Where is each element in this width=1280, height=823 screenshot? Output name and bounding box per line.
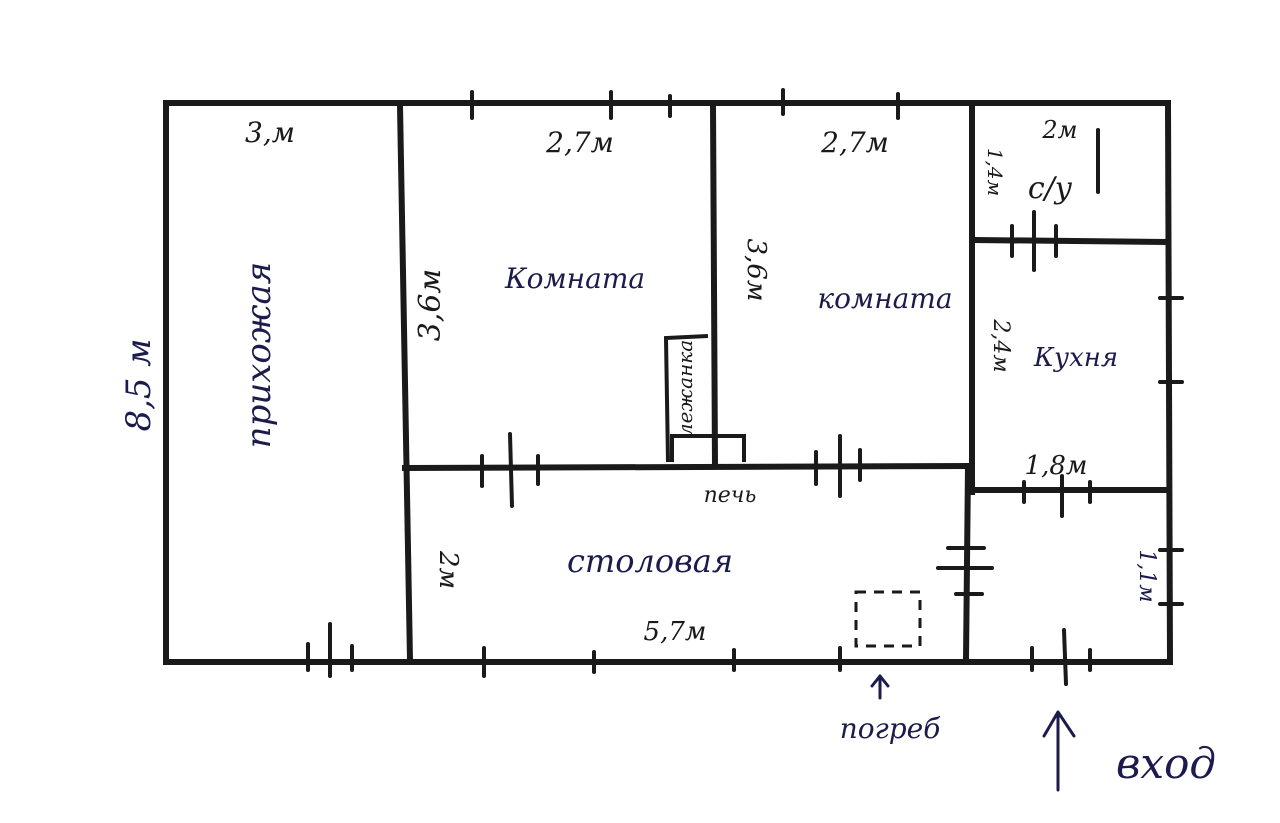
dining-height-label: 2м <box>433 550 463 589</box>
dining-width-label: 5,7м <box>644 617 707 647</box>
kitchen-label: Кухня <box>1033 343 1118 373</box>
wall-room1-room2 <box>709 102 719 470</box>
entrance-label: вход <box>1116 739 1216 788</box>
hall-label: прихожая <box>239 262 279 449</box>
vestibule-height-label: 1,1м <box>1134 549 1159 602</box>
wall-rooms-dining <box>401 462 976 472</box>
wall-wc-kitchen <box>971 236 1168 246</box>
entrance-arrow-icon <box>1042 710 1076 792</box>
room2-label: комната <box>817 282 952 315</box>
room1-height-label: 3,6м <box>413 269 448 342</box>
room2-width-label: 2,7м <box>820 126 889 159</box>
wc-label: с/у <box>1028 171 1073 206</box>
cellar-hatch <box>854 590 922 648</box>
interior-walls <box>396 100 1171 664</box>
outer-height-label: 8,5 м <box>119 338 159 431</box>
room1-width-label: 2,7м <box>545 126 614 159</box>
hall-width-label: 3,м <box>245 116 295 149</box>
room2-height-label: 3,6м <box>741 239 771 302</box>
wc-width-label: 2м <box>1041 116 1077 144</box>
opening-marks <box>306 88 1184 686</box>
kitchen-width-label: 1,8м <box>1025 451 1088 481</box>
outer-walls <box>163 99 1174 666</box>
bed-outline <box>663 334 746 463</box>
kitchen-height-label: 2,4м <box>988 318 1013 372</box>
stove-label: печь <box>704 483 757 508</box>
dining-label: столовая <box>567 542 733 580</box>
room1-label: Комната <box>504 262 645 295</box>
wall-hall-rooms <box>396 102 414 664</box>
wc-height-label: 1,4м <box>983 148 1007 196</box>
wall-dining-vestibule <box>962 462 972 664</box>
cellar-arrow <box>870 674 890 700</box>
bed-label: лежанка <box>673 340 697 436</box>
cellar-label: погреб <box>840 712 942 745</box>
